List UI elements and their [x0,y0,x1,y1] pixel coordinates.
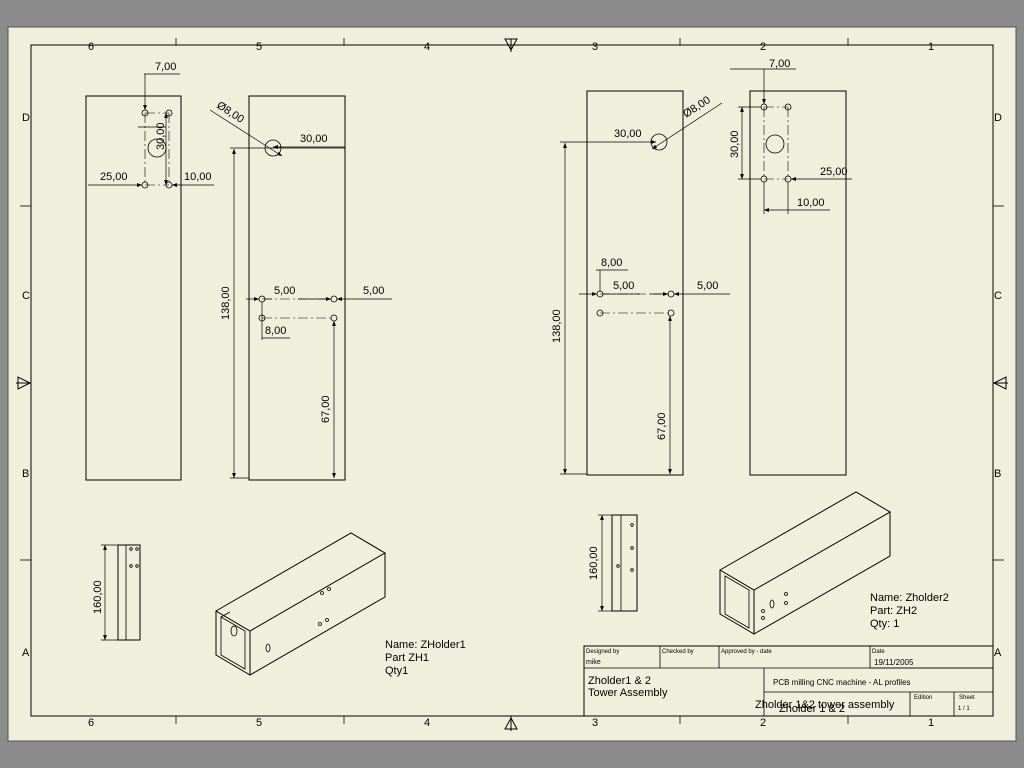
zh2-front-view [560,90,730,476]
dim-zh2-front-30: 30,00 [614,128,642,140]
zone-row-left-d: D [22,112,30,124]
dim-zh1-front-8: 8,00 [265,325,286,337]
dim-zh1-left-30: 30,00 [155,122,167,150]
zh1-left-view [85,73,214,481]
checked-by-label: Checked by [662,649,694,655]
zone-row-left-a: A [22,647,30,659]
dim-zh2-right-7: 7,00 [769,58,790,70]
title-block-text: Designed by mike Checked by Approved by … [586,649,975,715]
dim-zh1-front-5a: 5,00 [274,285,295,297]
designed-by-label: Designed by [586,649,619,655]
dim-zh2-right-10: 10,00 [797,197,825,209]
zone-col-top-6: 6 [88,41,94,53]
dim-zh1-left-7: 7,00 [155,61,176,73]
dim-zh1-front-138: 138,00 [220,286,232,320]
zh2-part-note: Name: Zholder2 Part: ZH2 Qty: 1 [870,592,949,630]
zh2-part: Part: ZH2 [870,605,917,617]
approved-by-label: Approved by - date [721,649,772,655]
dim-zh2-side-160: 160,00 [588,546,600,580]
drawing-border [30,44,994,717]
drawing-name: Zholder 1&2 tower assembly [755,699,895,711]
zh2-right-view [730,68,852,476]
zh2-qty: Qty: 1 [870,618,899,630]
project-name: PCB milling CNC machine - AL profiles [773,678,911,687]
zh1-front-view [209,95,392,481]
zone-col-bottom-6: 6 [88,717,94,729]
date-value: 19/11/2005 [874,658,914,667]
dim-zh1-front-67: 67,00 [320,395,332,423]
drawing-title-line2: Tower Assembly [588,687,668,699]
dim-zh2-front-5a: 5,00 [613,280,634,292]
zone-col-bottom-4: 4 [424,717,430,729]
zone-col-top-3: 3 [592,41,598,53]
sheet-value: 1 / 1 [958,706,970,712]
zh1-part: Part ZH1 [385,652,429,664]
zh1-name: Name: ZHolder1 [385,639,466,651]
zone-col-bottom-3: 3 [592,717,598,729]
dim-zh2-right-30: 30,00 [729,130,741,158]
zone-row-right-c: C [994,290,1002,302]
zone-col-bottom-2: 2 [760,717,766,729]
drawing-name-overlap: Zholder 1 & 2 [779,703,845,715]
zone-col-top-4: 4 [424,41,430,53]
zone-row-right-b: B [994,468,1001,480]
zh2-right-view-dims: 7,00 30,00 25,00 10,00 [729,58,848,209]
zone-row-right-a: A [994,647,1002,659]
zh1-qty: Qty1 [385,665,408,677]
dim-zh2-front-5b: 5,00 [697,280,718,292]
dim-zh1-side-160: 160,00 [92,580,104,614]
title-block [583,645,994,717]
zone-col-top-5: 5 [256,41,262,53]
drawing-title-line1: Zholder1 & 2 [588,675,651,687]
zh2-name: Name: Zholder2 [870,592,949,604]
zh2-side-view [598,514,638,612]
zh1-left-view-dims: 7,00 30,00 25,00 10,00 [100,61,212,183]
dim-zh1-left-10: 10,00 [184,171,212,183]
sheet-label: Sheet [959,695,975,701]
zh1-isometric-view [215,532,386,676]
zone-col-bottom-5: 5 [256,717,262,729]
zh1-part-note: Name: ZHolder1 Part ZH1 Qty1 [385,639,466,677]
edition-label: Edition [914,695,932,701]
zone-col-top-1: 1 [928,41,934,53]
dim-zh1-front-30: 30,00 [300,133,328,145]
zone-ticks [20,38,1004,724]
zone-row-right-d: D [994,112,1002,124]
zh1-side-view [101,544,141,641]
zone-row-left-b: B [22,468,29,480]
paper-sheet [7,26,1017,742]
dim-zh2-front-8: 8,00 [601,257,622,269]
zone-labels: 6 5 4 3 2 1 6 5 4 3 2 1 D C B A D C B A [22,41,1002,729]
zone-col-top-2: 2 [760,41,766,53]
designed-by-value: mike [586,659,601,666]
centering-marks [16,38,1008,731]
dim-zh2-front-67: 67,00 [656,412,668,440]
zone-col-bottom-1: 1 [928,717,934,729]
dim-zh2-front-138: 138,00 [551,309,563,343]
date-label: Date [872,649,885,655]
dim-zh2-right-25: 25,00 [820,166,848,178]
dim-zh1-left-25: 25,00 [100,171,128,183]
zone-row-left-c: C [22,290,30,302]
zh2-isometric-view [719,491,891,635]
dim-zh1-front-5b: 5,00 [363,285,384,297]
